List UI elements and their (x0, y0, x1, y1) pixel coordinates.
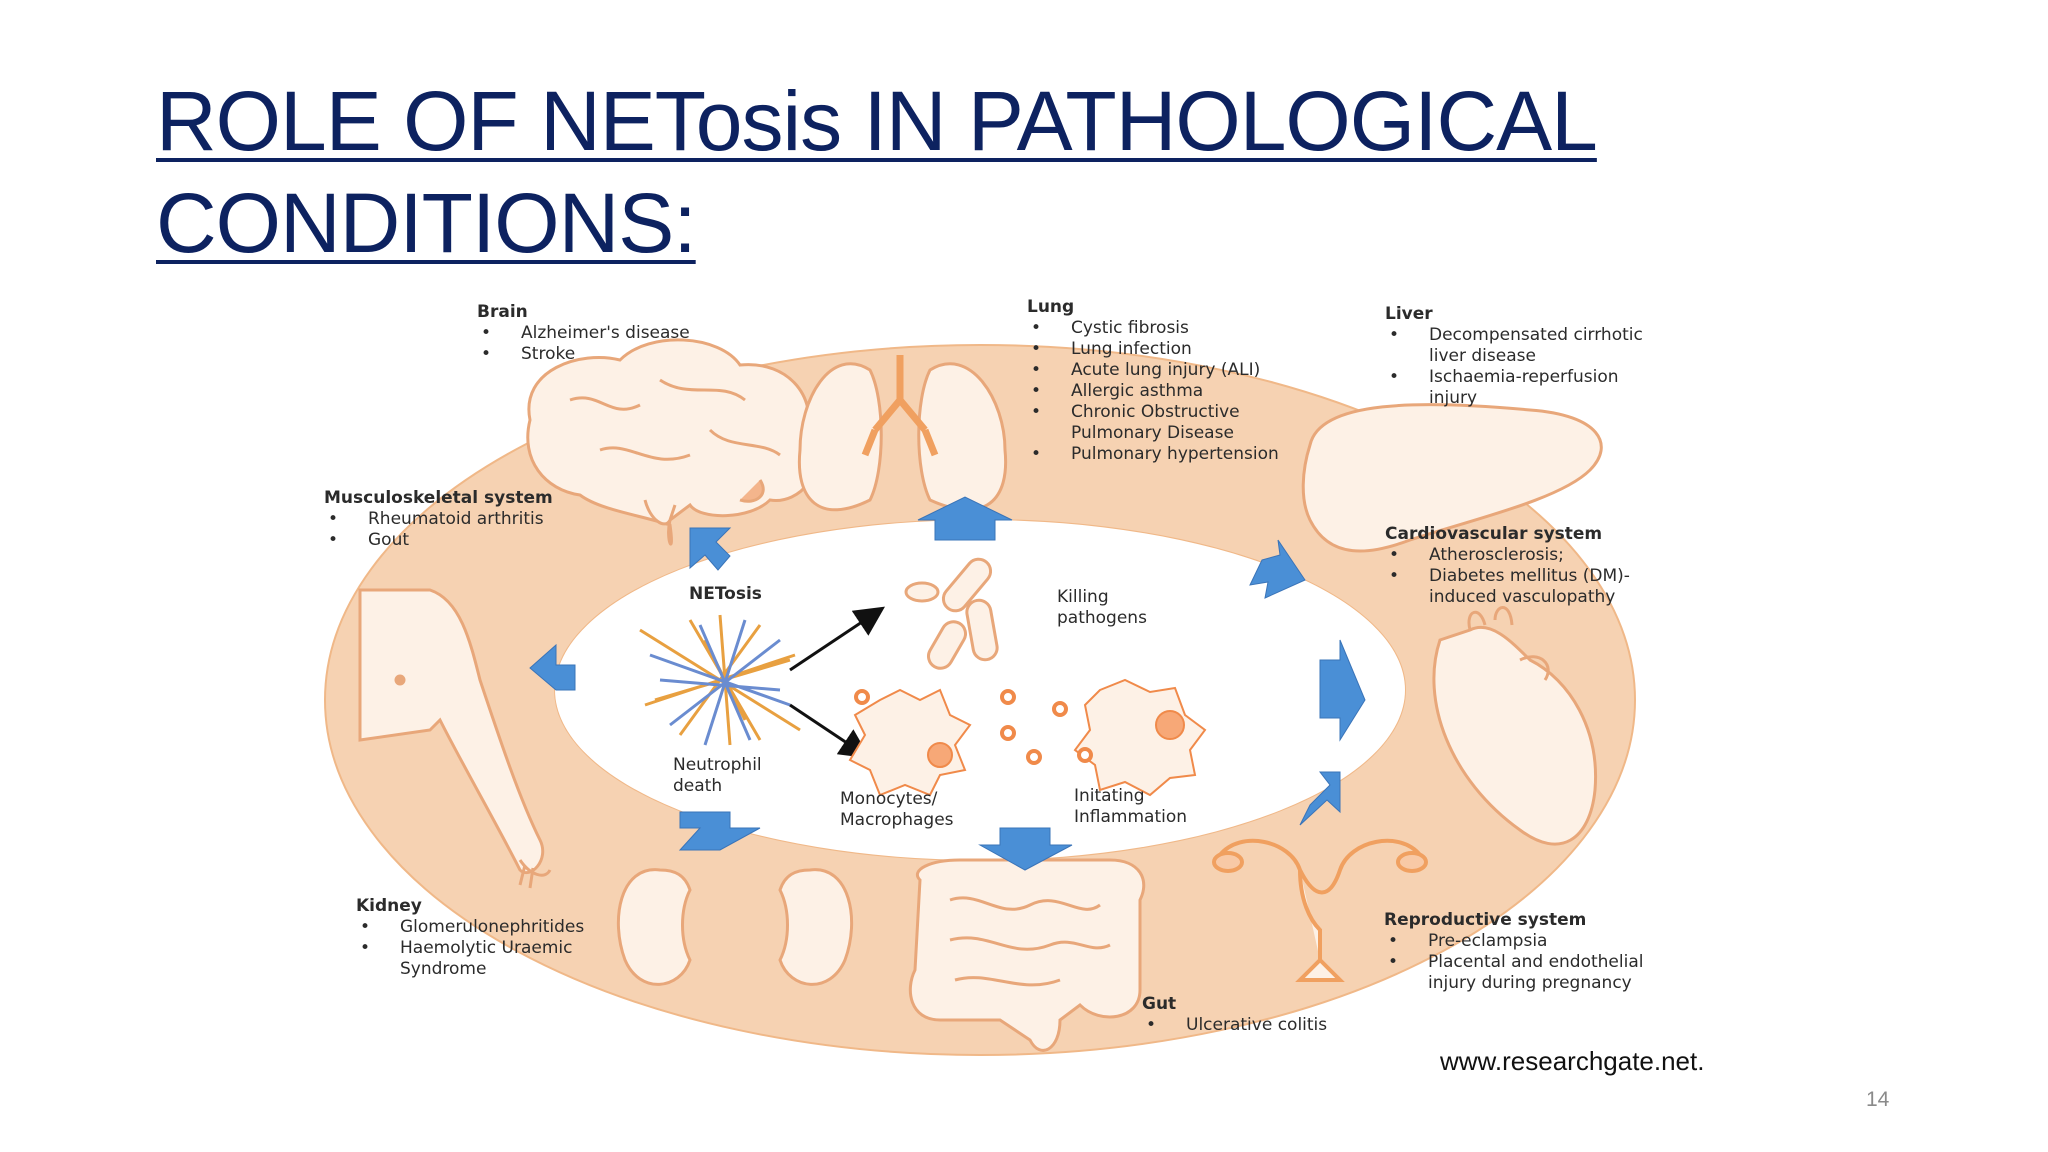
label-musculoskeletal: Musculoskeletal system Rheumatoid arthri… (324, 488, 553, 551)
list-item: Acute lung injury (ALI) (1027, 360, 1327, 381)
label-line: pathogens (1057, 608, 1147, 628)
cytokine-icon (854, 689, 1093, 765)
bacteria-icon (904, 557, 999, 670)
arrow-icon (1249, 539, 1306, 599)
neutrophil-net-icon (639, 614, 801, 746)
lung-icon (797, 355, 1008, 512)
list-item: Diabetes mellitus (DM)-induced vasculopa… (1385, 566, 1669, 608)
label-brain-head: Brain (477, 302, 528, 322)
arrow-icon (1299, 771, 1341, 826)
macrophage-icon (848, 678, 1207, 797)
list-item: Allergic asthma (1027, 381, 1327, 402)
pointer-arrow (789, 606, 885, 672)
label-line: Initating (1074, 786, 1145, 806)
label-line: Inflammation (1074, 807, 1188, 827)
slide-title: ROLE OF NETosis IN PATHOLOGICAL CONDITIO… (156, 70, 1598, 274)
gut-icon (908, 858, 1146, 1052)
label-kidney: Kidney Glomerulonephritides Haemolytic U… (356, 896, 636, 980)
title-line-2: CONDITIONS: (156, 176, 697, 270)
list-item: Glomerulonephritides (356, 917, 636, 938)
list-item: Rheumatoid arthritis (324, 509, 553, 530)
list-item: Lung infection (1027, 339, 1327, 360)
list-item: Placental and endothelial injury during … (1384, 952, 1678, 994)
list-item: Alzheimer's disease (477, 323, 690, 344)
arrow-icon (678, 811, 761, 851)
label-liver: Liver Decompensated cirrhotic liver dise… (1385, 304, 1685, 409)
list-item: Stroke (477, 344, 690, 365)
arm-torso-icon (358, 588, 552, 889)
list-item: Chronic Obstructive Pulmonary Disease (1027, 402, 1281, 444)
label-reproductive-head: Reproductive system (1384, 910, 1587, 930)
label-cardiovascular: Cardiovascular system Atherosclerosis; D… (1385, 524, 1675, 608)
kidney-icon (617, 868, 853, 986)
label-brain: Brain Alzheimer's disease Stroke (477, 302, 690, 365)
arrow-icon (529, 643, 576, 691)
source-credit: www.researchgate.net. (1440, 1046, 1705, 1076)
uterus-icon (1212, 838, 1428, 982)
arrow-icon (917, 496, 1013, 541)
label-line: Macrophages (840, 810, 954, 830)
label-lung-head: Lung (1027, 297, 1075, 317)
label-gut: Gut Ulcerative colitis (1142, 994, 1327, 1036)
arrow-icon (1319, 639, 1366, 742)
label-monocytes: Monocytes/ Macrophages (840, 789, 954, 831)
arrow-icon (978, 827, 1073, 871)
list-item: Decompensated cirrhotic liver disease (1385, 325, 1669, 367)
label-liver-head: Liver (1385, 304, 1433, 324)
page-number: 14 (1866, 1088, 1890, 1111)
pointer-arrow (789, 703, 870, 759)
list-item: Ischaemia-reperfusion injury (1385, 367, 1659, 409)
label-line: death (673, 776, 723, 796)
label-musculoskeletal-head: Musculoskeletal system (324, 488, 553, 508)
label-reproductive: Reproductive system Pre-eclampsia Placen… (1384, 910, 1684, 994)
label-line: Killing (1057, 587, 1109, 607)
list-item: Atherosclerosis; (1385, 545, 1675, 566)
transfer-arrows (529, 496, 1366, 871)
label-line: Monocytes/ (840, 789, 938, 809)
list-item: Pulmonary hypertension (1027, 444, 1327, 465)
list-item: Cystic fibrosis (1027, 318, 1327, 339)
label-lung: Lung Cystic fibrosis Lung infection Acut… (1027, 297, 1327, 465)
title-line-1: ROLE OF NETosis IN PATHOLOGICAL (156, 74, 1598, 168)
list-item: Ulcerative colitis (1142, 1015, 1327, 1036)
label-kidney-head: Kidney (356, 896, 422, 916)
arrow-icon (689, 527, 732, 571)
label-killing-pathogens: Killing pathogens (1057, 587, 1147, 629)
label-neutrophil-death: Neutrophil death (673, 755, 762, 797)
label-cardiovascular-head: Cardiovascular system (1385, 524, 1603, 544)
list-item: Pre-eclampsia (1384, 931, 1684, 952)
label-gut-head: Gut (1142, 994, 1177, 1014)
label-netosis: NETosis (689, 584, 762, 604)
list-item: Haemolytic Uraemic Syndrome (356, 938, 600, 980)
label-inflammation: Initating Inflammation (1074, 786, 1187, 828)
list-item: Gout (324, 530, 553, 551)
label-line: Neutrophil (673, 755, 762, 775)
